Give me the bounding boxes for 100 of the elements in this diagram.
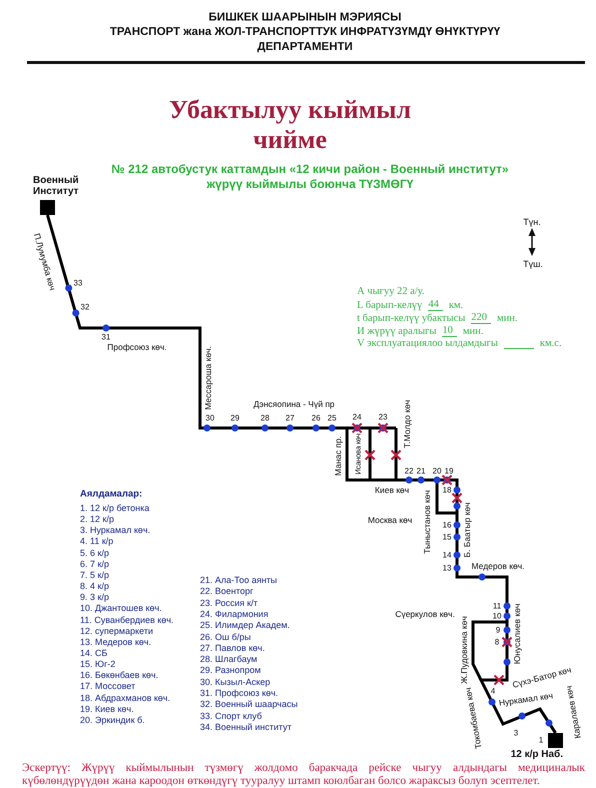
- stop-list-item: 9. 3 к/р: [80, 592, 109, 602]
- terminal-name: 12 к/р Наб.: [510, 749, 563, 760]
- stop-list-item: 22. Военторг: [200, 586, 254, 596]
- street-name: Юнусалиев көч: [513, 604, 523, 664]
- stop-list-item: 26. Ош б/ры: [200, 631, 251, 642]
- stop-number: 1: [538, 735, 544, 745]
- stop-number: 23: [378, 412, 388, 422]
- stop-number: 8: [494, 637, 500, 647]
- stop-list-item: 11. Суванбердиев көч.: [80, 614, 174, 625]
- stop-list-item: 33. Спорт клуб: [200, 710, 262, 721]
- stop-list-item: 27. Павлов көч.: [200, 642, 265, 653]
- stop-number: 30: [206, 413, 214, 423]
- stop-list-item: 5. 6 к/р: [80, 547, 109, 558]
- stop-list-item: 8. 4 к/р: [80, 580, 109, 592]
- stop-list-item: 34. Военный институт: [200, 722, 292, 732]
- stop-number: 26: [312, 413, 320, 423]
- stop-number: 28: [260, 413, 270, 423]
- stop-number: 10: [492, 611, 502, 621]
- info-text: км.: [448, 300, 464, 311]
- heading-text: ТРАНСПОРТ жана ЖОЛ-ТРАНСПОРТТУК ИНФРАТҮЗҮМДҮ ӨНҮКТҮРҮҮ ДЕПАРТАМЕНТИ: [108, 25, 502, 55]
- street-name: Нуркамал көч: [498, 691, 554, 709]
- street-name: Киев көч: [374, 486, 410, 496]
- street-name: Б. Баатыр көч: [463, 502, 473, 558]
- stop-list-item: 4. 11 к/р: [80, 536, 114, 547]
- street-name: Манас пр.: [334, 436, 344, 476]
- stop-list-item: 28. Шлагбаум: [200, 654, 258, 664]
- subtitle-text: № 212 автобустук каттамдын «12 кичи район - Военный институт» жүрүү кыймылы боюнча ТҮЗМӨГҮ: [110, 162, 510, 192]
- stop-list-item: 20. Эркиндик б.: [80, 714, 145, 726]
- street-name: Медеров көч.: [472, 562, 524, 572]
- street-name: Токомбаева көч: [464, 686, 484, 750]
- stop-number: 15: [442, 532, 452, 542]
- stop-number: 24: [352, 412, 362, 422]
- stop-list-item: 24. Филармония: [200, 608, 268, 620]
- street-name: Т.Молдо көч: [403, 400, 413, 448]
- stop-number: 31: [102, 332, 110, 342]
- info-text: V эксплуатациялоо ылдамдыгы: [357, 338, 498, 349]
- stop-number: 29: [230, 413, 240, 423]
- street-name: Мессароша көч.: [204, 346, 214, 410]
- stop-list-item: 2. 12 к/р: [80, 514, 114, 524]
- stop-number: 27: [286, 413, 294, 423]
- note-text: Эскертүү: Жүрүү кыймылынын түзмөгү жолдомо баракчада рейске чыгуу алдындагы медициналык күбөлөндүрүүдөн жана кароодон өткөндүгү тууралуу штамп коюлбаган болсо жараксыз болуп эсептелет.: [22, 762, 585, 787]
- stop-number: 3: [514, 728, 518, 738]
- stop-list-item: 16. Бөкөнбаев көч.: [80, 670, 158, 680]
- stop-list-item: 10. Джантошев көч.: [80, 603, 162, 614]
- stop-list-item: 25. Илимдер Академ.: [200, 620, 290, 630]
- info-text: И жүрүү аралыгы: [357, 326, 436, 337]
- street-name: Каралаев көч: [564, 684, 584, 740]
- stop-list-item: 18. Абдрахманов көч.: [80, 692, 170, 703]
- stop-list-item: 14. СБ: [80, 648, 108, 658]
- stop-list-item: 31. Профсоюз көч.: [200, 688, 278, 698]
- stop-number: 9: [496, 625, 500, 635]
- stop-number: 4: [490, 686, 496, 696]
- stop-list-item: 30. Кызыл-Аскер: [200, 676, 270, 687]
- street-name: Профсоюз көч.: [107, 343, 167, 353]
- terminal-name: Военный Институт: [33, 175, 79, 197]
- stop-number: 14: [442, 550, 452, 560]
- stop-list-item: 12. супермаркети: [80, 625, 153, 636]
- info-value: 220: [471, 312, 492, 324]
- info-text: L барып-келүү: [357, 300, 422, 311]
- stop-number: 32: [80, 302, 90, 312]
- stop-number: 20: [432, 466, 442, 476]
- stop-number: 25: [328, 413, 336, 423]
- stop-number: 22: [404, 466, 414, 476]
- stop-number: 21: [416, 466, 426, 476]
- title-text: Убактылуу кыймыл чийме: [168, 95, 412, 155]
- stop-number: 13: [442, 563, 452, 573]
- stop-list-item: 19. Киев көч.: [80, 704, 134, 714]
- info-text: t барып-келүү убактысы: [357, 313, 466, 324]
- info-text: км.с.: [540, 338, 562, 349]
- compass-label: Түн.: [523, 216, 541, 228]
- info-text: мин.: [497, 313, 518, 324]
- stop-list-item: 1. 12 к/р бетонка: [80, 502, 150, 514]
- stop-list-item: 21. Ала-Тоо аянты: [200, 574, 278, 586]
- street-name: Дэнсяопина - Чүй пр: [253, 400, 335, 410]
- list-heading: Аялдамалар:: [80, 490, 142, 500]
- street-name: Ж.Пудовкина көч: [460, 616, 470, 684]
- street-name: Москва көч: [368, 516, 412, 526]
- info-value: 44: [428, 299, 443, 311]
- stop-list-item: 13. Медеров көч.: [80, 636, 152, 647]
- info-text: мин.: [462, 326, 484, 337]
- stop-list-item: 29. Разнопром: [200, 665, 261, 676]
- stop-number: 18: [442, 485, 452, 495]
- street-name: Сүеркулов көч.: [395, 610, 455, 620]
- route-line: [46, 214, 557, 734]
- stop-list-item: 17. Моссовет: [80, 681, 136, 692]
- street-name: Тыныстанов көч: [423, 490, 433, 554]
- info-value: 10: [442, 325, 457, 337]
- stop-number: 33: [74, 278, 82, 288]
- heading-text: БИШКЕК ШААРЫНЫН МЭРИЯСЫ: [208, 11, 402, 25]
- stop-number: 19: [444, 466, 454, 476]
- stop-list-item: 15. Юг-2: [80, 658, 116, 670]
- stop-list-item: 6. 7 к/р: [80, 558, 109, 569]
- stop-number: 11: [492, 601, 502, 611]
- stop-list-item: 32. Военный шаарчасы: [200, 699, 298, 710]
- info-text: А чыгуу 22 а/у.: [357, 286, 425, 297]
- stop-list-item: 7. 5 к/р: [80, 570, 109, 580]
- stop-list-item: 3. Нуркамал көч.: [80, 525, 150, 536]
- stop-list-item: 23. Россия к/т: [200, 597, 258, 608]
- compass-label: Түш.: [523, 258, 543, 270]
- stop-number: 16: [442, 520, 452, 530]
